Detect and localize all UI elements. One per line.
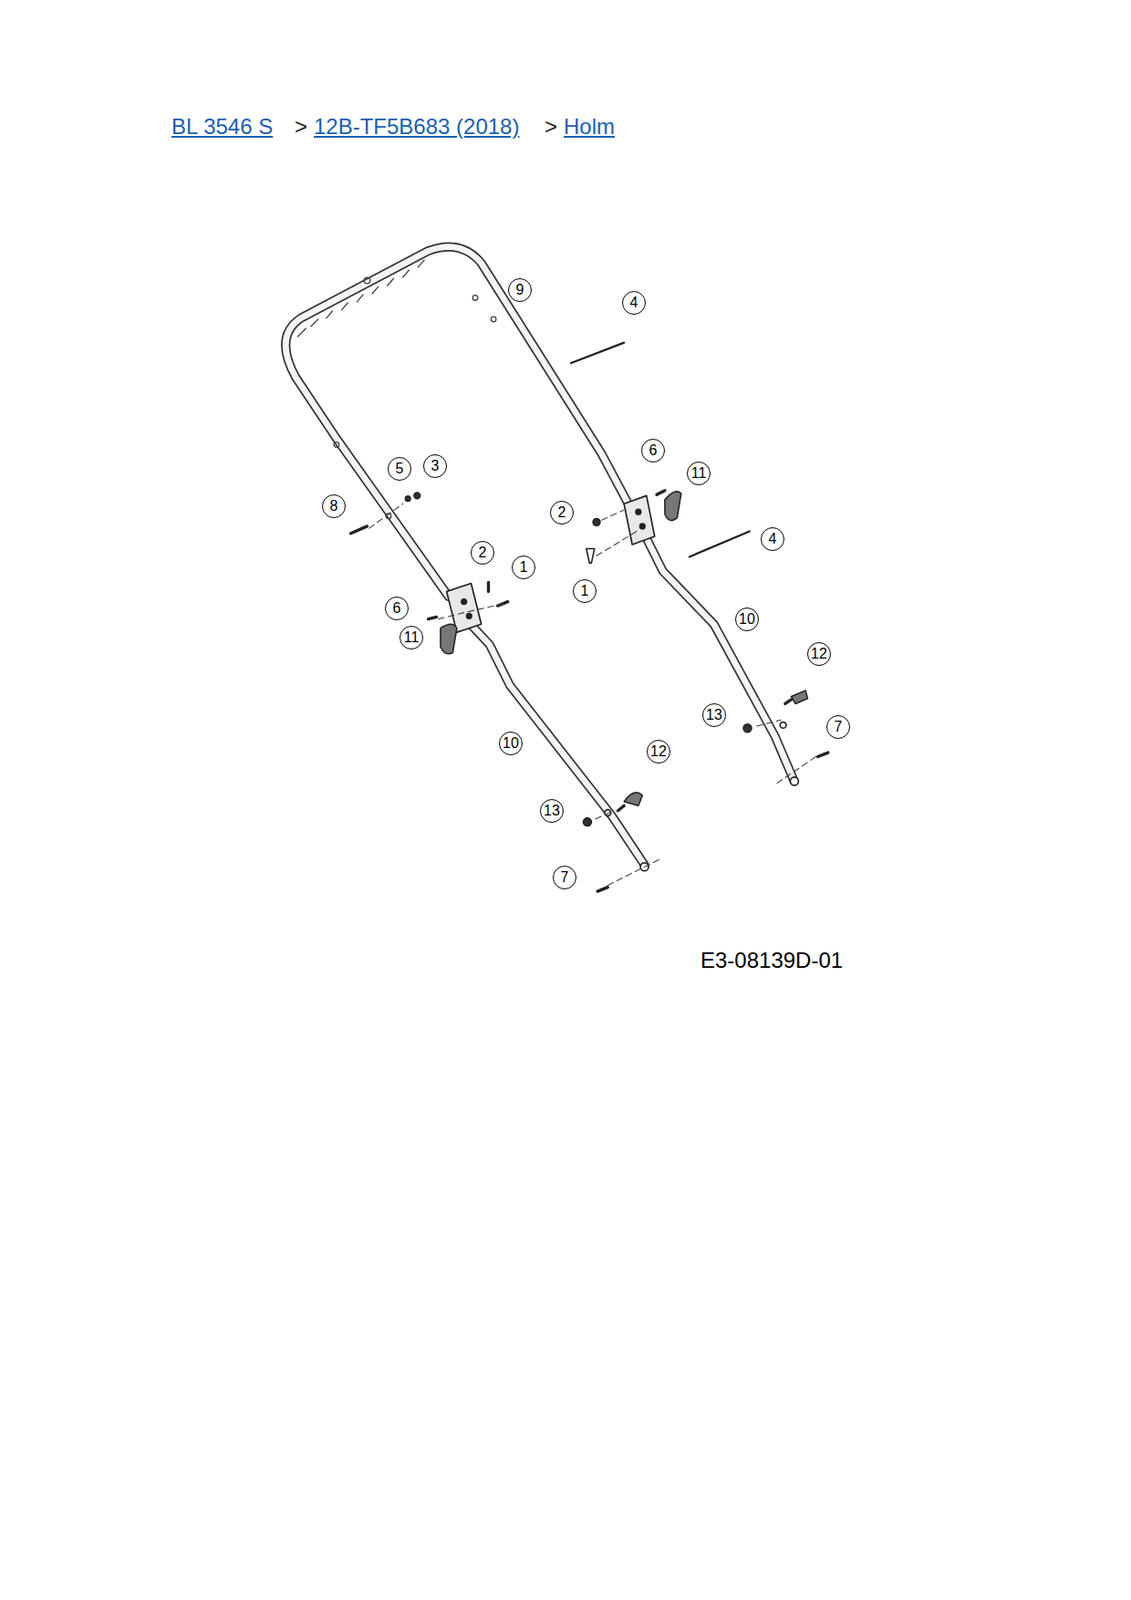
callout-number: 12 [807, 642, 831, 666]
callout-number: 1 [511, 555, 536, 580]
callout-number: 9 [508, 278, 532, 302]
callout-number: 10 [498, 731, 523, 756]
callout-number: 13 [702, 703, 727, 727]
drawing-code: E3-08139D-01 [700, 947, 843, 974]
callout-number: 12 [646, 739, 671, 764]
callout-number: 8 [321, 494, 346, 519]
callout-number: 11 [686, 461, 711, 486]
breadcrumb-separator: > [544, 114, 558, 140]
callout-number: 6 [384, 596, 409, 621]
callout-number: 3 [423, 454, 447, 478]
callout-number: 7 [552, 865, 577, 890]
callout-number: 2 [549, 500, 574, 525]
callout-number: 5 [387, 456, 412, 481]
callout-number: 4 [760, 527, 785, 551]
callout-number: 13 [539, 798, 564, 823]
callout-number: 6 [641, 438, 665, 463]
breadcrumb-link: Holm [563, 114, 615, 140]
breadcrumb-separator: > [294, 114, 308, 140]
callout-number: 2 [470, 540, 495, 565]
callout-number: 7 [826, 715, 851, 739]
callout-number: 1 [572, 579, 597, 603]
callout-number: 11 [399, 625, 424, 650]
callout-number: 10 [735, 607, 759, 632]
breadcrumb-link: BL 3546 S [171, 114, 273, 140]
breadcrumb-link: 12B-TF5B683 (2018) [313, 114, 519, 140]
callout-number: 4 [622, 290, 646, 315]
